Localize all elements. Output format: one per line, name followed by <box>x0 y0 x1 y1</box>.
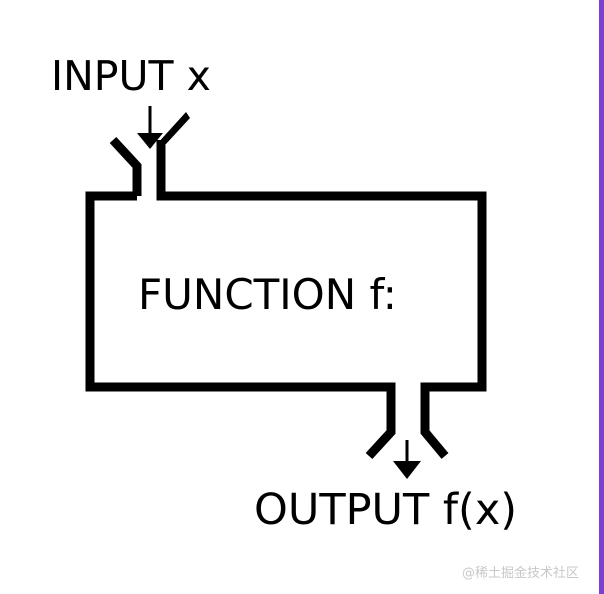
machine-outline <box>85 136 487 460</box>
function-label: FUNCTION f: <box>138 270 397 319</box>
watermark: @稀土掘金技术社区 <box>462 566 580 581</box>
output-label: OUTPUT f(x) <box>254 485 518 535</box>
input-funnel-right <box>157 112 190 144</box>
right-accent-bar <box>599 0 604 594</box>
input-label: INPUT x <box>51 52 211 100</box>
output-arrow-head <box>393 461 421 479</box>
input-arrow-head <box>137 133 163 149</box>
